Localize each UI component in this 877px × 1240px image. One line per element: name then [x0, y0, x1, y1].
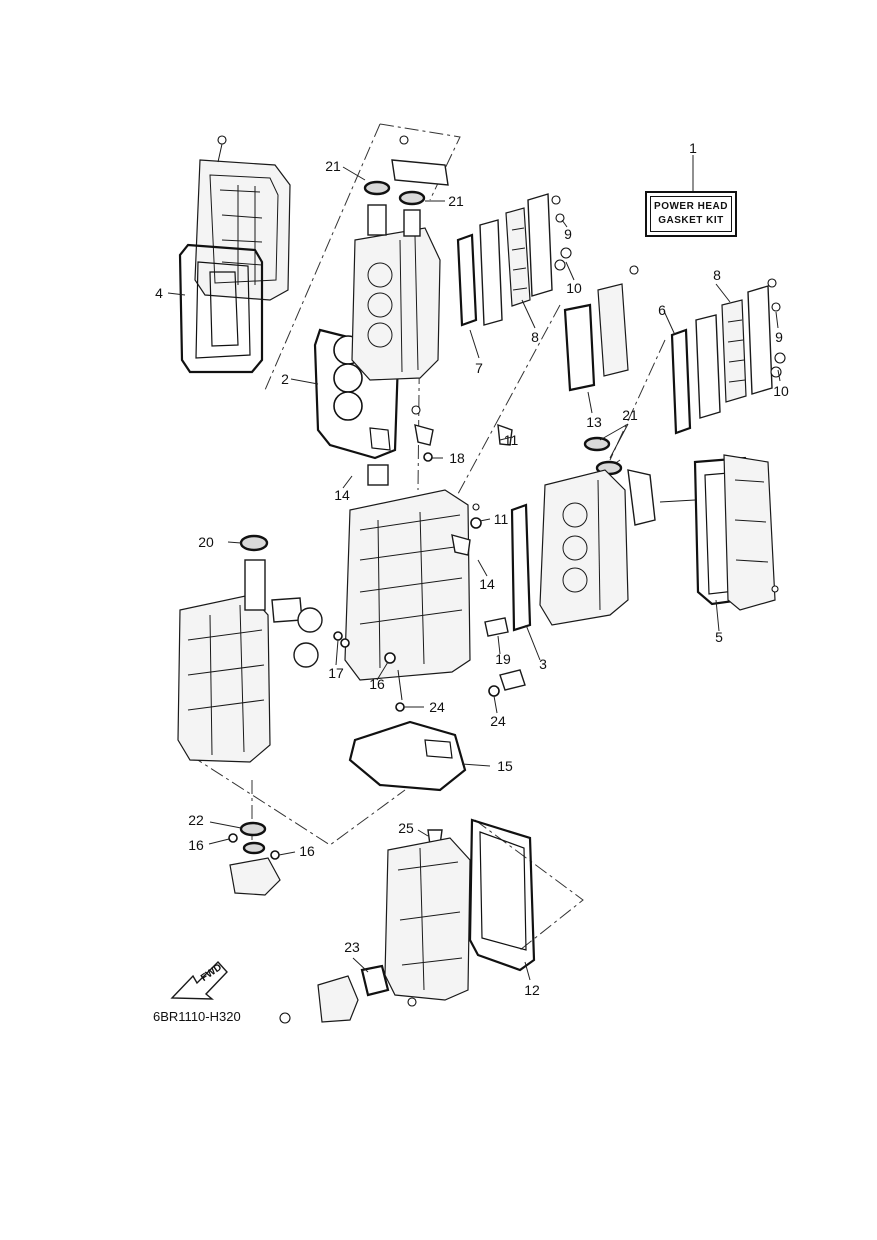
- callout-10-upper: 10: [566, 280, 582, 296]
- fwd-arrow-icon: [170, 960, 228, 1000]
- callout-20: 20: [198, 534, 214, 550]
- callout-14-right: 14: [479, 576, 495, 592]
- diagram-code: 6BR1110-H320: [153, 1009, 241, 1024]
- callout-21-left: 21: [325, 158, 341, 174]
- callout-11-lower: 11: [493, 511, 509, 527]
- callout-24-left: 24: [429, 699, 445, 715]
- callout-23: 23: [344, 939, 360, 955]
- callout-11-upper: 11: [503, 432, 519, 448]
- part-4-head-cover: [178, 135, 291, 374]
- callout-7: 7: [475, 360, 483, 376]
- callout-22: 22: [188, 812, 204, 828]
- part-5-head-cover: [693, 454, 779, 611]
- callout-leaders: [167, 155, 781, 981]
- cylinder-block: [344, 405, 513, 681]
- callout-21-right: 21: [622, 407, 638, 423]
- kit-label-line-1: POWER HEAD: [654, 201, 728, 212]
- callout-8-upper: 8: [531, 329, 539, 345]
- small-seals-orings: [228, 617, 526, 896]
- callout-3: 3: [539, 656, 547, 672]
- callout-16-right: 16: [299, 843, 315, 859]
- part-13-cover: [563, 265, 639, 392]
- callout-9-right: 9: [775, 329, 783, 345]
- lower-cylinder-head: [539, 469, 696, 626]
- callout-12: 12: [524, 982, 540, 998]
- callout-21-upper: 21: [448, 193, 464, 209]
- part-3-gasket: [510, 503, 532, 632]
- callout-17: 17: [328, 665, 344, 681]
- crankshaft-assembly: [177, 534, 323, 763]
- upper-covers-group: [456, 193, 572, 327]
- callout-24-right: 24: [490, 713, 506, 729]
- kit-label-line-2: GASKET KIT: [658, 215, 724, 226]
- part-15-exhaust-gasket: [348, 720, 467, 792]
- callout-4: 4: [155, 285, 163, 301]
- callout-15: 15: [497, 758, 513, 774]
- part-21-oil-seals: [363, 180, 623, 476]
- callout-16-block: 16: [369, 676, 385, 692]
- part-23-thermostat: [279, 964, 390, 1024]
- callout-6: 6: [658, 302, 666, 318]
- callout-9-upper: 9: [564, 226, 572, 242]
- callout-18: 18: [449, 450, 465, 466]
- callout-14-left: 14: [334, 487, 350, 503]
- callout-13: 13: [586, 414, 602, 430]
- callout-8-right: 8: [713, 267, 721, 283]
- right-covers-group: [670, 278, 786, 435]
- callout-2: 2: [281, 371, 289, 387]
- upper-cylinder-head: [351, 135, 449, 381]
- callout-19: 19: [495, 651, 511, 667]
- callout-5: 5: [715, 629, 723, 645]
- gasket-kit-label-box: POWER HEAD GASKET KIT: [645, 191, 737, 237]
- callout-25: 25: [398, 820, 414, 836]
- callout-1: 1: [689, 140, 697, 156]
- callout-10-right: 10: [773, 383, 789, 399]
- callout-16-left: 16: [188, 837, 204, 853]
- part-12-exhaust-cover: [384, 818, 536, 1007]
